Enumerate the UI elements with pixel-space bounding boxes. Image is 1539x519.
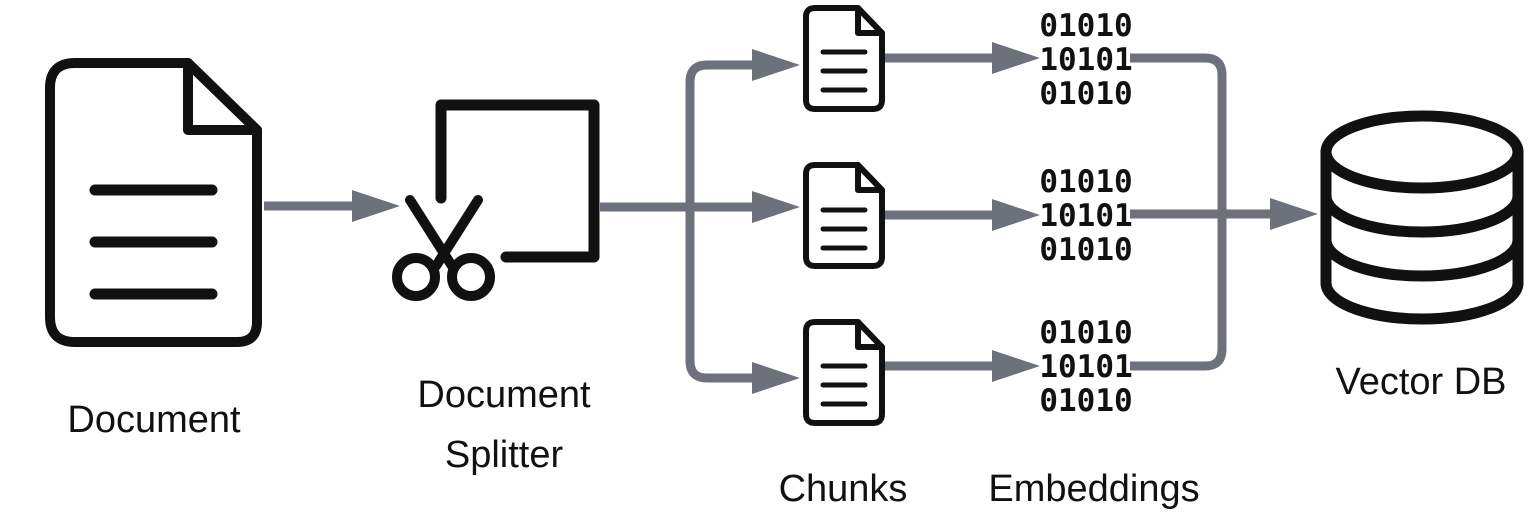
- arrowhead-embedding-1: [992, 42, 1040, 74]
- chunks-label: Chunks: [779, 468, 908, 510]
- binary-row: 01010: [1039, 76, 1132, 112]
- connectors: [264, 42, 1318, 394]
- connector-branch-bottom: [685, 207, 760, 383]
- binary-row: 01010: [1039, 315, 1132, 351]
- arrowhead-chunk-1: [752, 49, 800, 81]
- scissors-split-icon: [392, 99, 600, 301]
- arrowhead-chunk-3: [752, 362, 800, 394]
- binary-row: 10101: [1039, 42, 1132, 78]
- binary-row: 01010: [1039, 383, 1132, 419]
- database-icon: [1320, 110, 1524, 325]
- chunk-icon-2: [803, 162, 885, 269]
- embeddings-label: Embeddings: [988, 468, 1199, 510]
- arrowhead-embedding-2: [992, 199, 1040, 231]
- vector-db-label: Vector DB: [1335, 361, 1506, 403]
- connector-branch-top: [685, 60, 760, 207]
- splitter-label-line1: Document: [417, 374, 591, 416]
- binary-row: 01010: [1039, 232, 1132, 268]
- binary-icon-3: 01010 10101 01010: [1039, 315, 1132, 419]
- chunk-icon-1: [803, 5, 885, 112]
- arrowhead-splitter: [352, 190, 400, 222]
- binary-icon-1: 01010 10101 01010: [1039, 8, 1132, 112]
- binary-row: 10101: [1039, 198, 1132, 234]
- arrowhead-chunk-2: [752, 191, 800, 223]
- binary-icon-2: 01010 10101 01010: [1039, 164, 1132, 268]
- arrowhead-vector-db: [1270, 198, 1318, 230]
- document-icon: [45, 58, 262, 347]
- arrowhead-embedding-3: [992, 350, 1040, 382]
- chunk-icon-3: [803, 319, 885, 426]
- binary-row: 01010: [1039, 164, 1132, 200]
- binary-row: 10101: [1039, 349, 1132, 385]
- document-label: Document: [67, 399, 241, 441]
- binary-row: 01010: [1039, 8, 1132, 44]
- splitter-label-line2: Splitter: [445, 434, 564, 476]
